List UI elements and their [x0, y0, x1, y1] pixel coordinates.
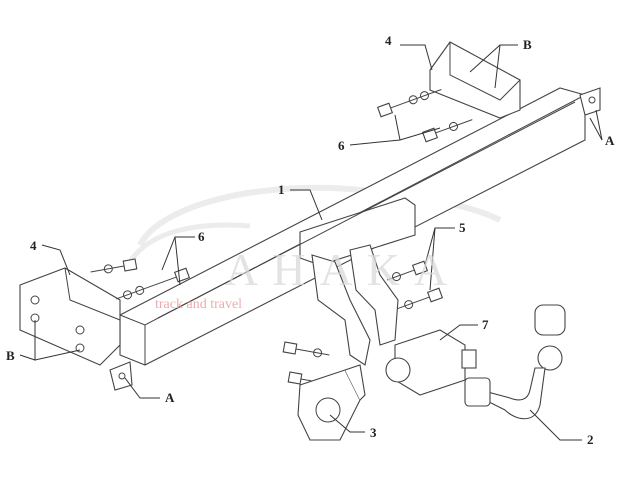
label-6-top: 6 — [338, 138, 345, 153]
label-3: 3 — [370, 425, 377, 440]
label-b-left: B — [6, 348, 15, 363]
drop-plates — [311, 244, 399, 366]
label-4-left: 4 — [30, 238, 37, 253]
electric-socket — [385, 329, 477, 396]
leader-lines — [19, 44, 603, 441]
part-labels: 4 B A 6 1 6 4 5 B A 7 3 2 — [6, 33, 615, 447]
watermark-swoosh — [127, 184, 502, 264]
label-5: 5 — [459, 220, 466, 235]
tow-ball — [464, 304, 566, 420]
label-2: 2 — [587, 432, 594, 447]
label-a-right: A — [605, 133, 615, 148]
socket-plate — [297, 364, 366, 441]
label-6-left: 6 — [198, 229, 205, 244]
bolts — [90, 89, 473, 388]
label-4-top: 4 — [385, 33, 392, 48]
label-1: 1 — [278, 182, 285, 197]
label-b-top: B — [523, 37, 532, 52]
right-bracket — [429, 41, 601, 119]
left-bracket — [19, 267, 133, 391]
label-a-bottom: A — [165, 390, 175, 405]
crossbar — [119, 87, 586, 366]
label-7: 7 — [482, 317, 489, 332]
